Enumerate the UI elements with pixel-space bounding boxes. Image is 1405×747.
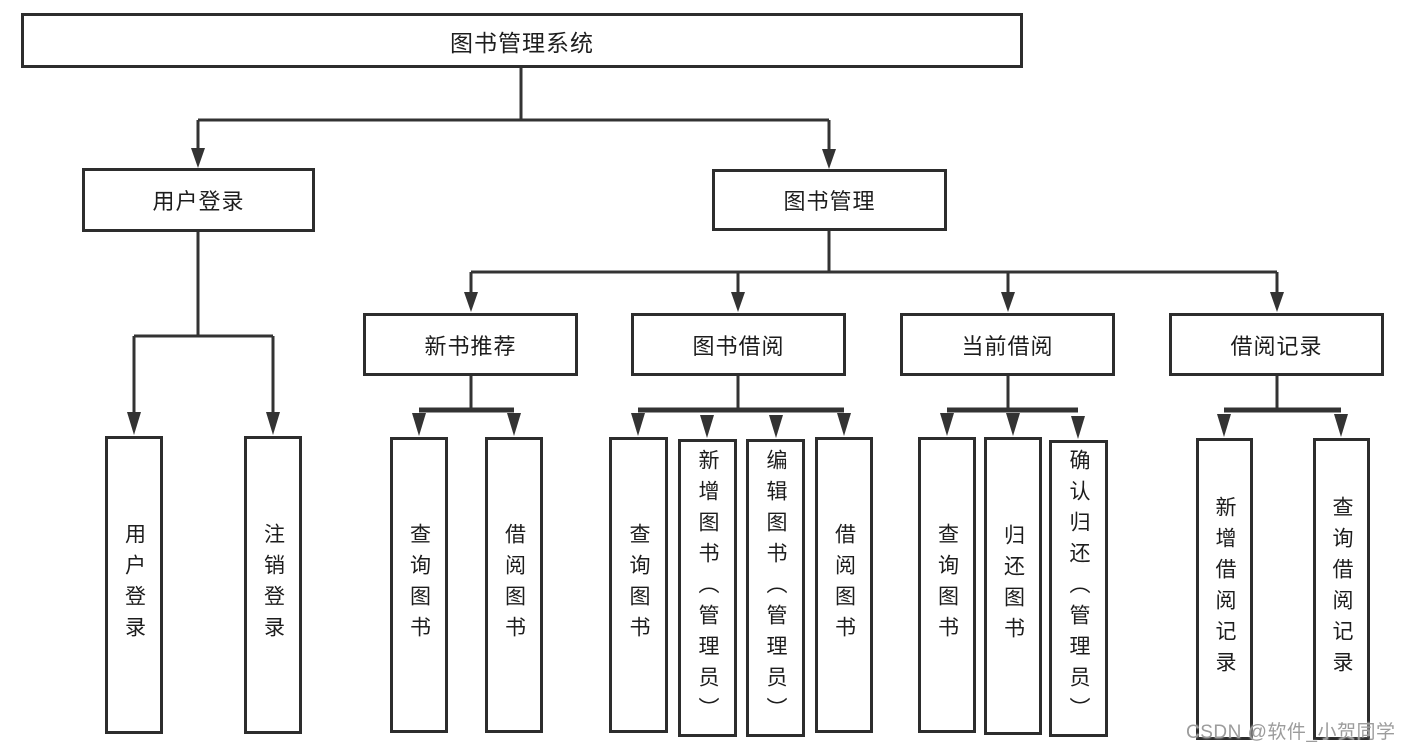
node-new-book-recommend: 新书推荐 [363,313,578,376]
connector-root-to-l2 [196,68,831,151]
leaf-logout-label: 注销登录 [261,523,285,647]
arrowheads [127,148,1348,439]
node-user-login: 用户登录 [82,168,315,232]
node-book-borrow-label: 图书借阅 [692,333,785,359]
node-root: 图书管理系统 [21,13,1023,68]
connector-book-management-bus [469,231,1279,294]
leaf-query-book-current: 查询图书 [918,437,976,733]
node-root-label: 图书管理系统 [450,29,594,56]
leaf-add-book-admin-label: 新增图书（管理员） [696,448,719,728]
leaf-query-book-borrow-label: 查询图书 [627,523,650,647]
leaf-borrow-book-borrow-label: 借阅图书 [832,523,856,647]
leaf-query-borrow-record-label: 查询借阅记录 [1330,496,1353,682]
node-user-login-label: 用户登录 [152,189,245,214]
node-book-management: 图书管理 [712,169,947,231]
leaf-query-book-current-label: 查询图书 [935,523,959,647]
leaf-query-book-recommend: 查询图书 [390,437,448,733]
leaf-borrow-book-borrow: 借阅图书 [815,437,873,733]
leaf-return-book: 归还图书 [984,437,1042,735]
node-book-management-label: 图书管理 [783,189,876,214]
leaf-query-book-recommend-label: 查询图书 [407,523,431,647]
csdn-watermark: CSDN @软件_小贺同学 [1186,722,1396,743]
leaf-edit-book-admin: 编辑图书（管理员） [746,439,805,737]
leaf-query-book-borrow: 查询图书 [609,437,668,733]
leaf-user-login-label: 用户登录 [122,523,146,647]
leaf-add-borrow-record: 新增借阅记录 [1196,438,1253,740]
leaf-edit-book-admin-label: 编辑图书（管理员） [764,448,787,728]
node-current-borrow: 当前借阅 [900,313,1115,376]
node-book-borrow: 图书借阅 [631,313,846,376]
node-borrow-record-label: 借阅记录 [1230,333,1323,359]
leaf-confirm-return-admin-label: 确认归还（管理员） [1067,449,1090,728]
connector-user-login-bus [132,232,275,416]
leaf-logout: 注销登录 [244,436,302,734]
leaf-add-book-admin: 新增图书（管理员） [678,439,737,737]
leaf-user-login: 用户登录 [105,436,163,734]
leaf-query-borrow-record: 查询借阅记录 [1313,438,1370,740]
node-new-book-recommend-label: 新书推荐 [424,333,517,359]
leaf-confirm-return-admin: 确认归还（管理员） [1049,440,1108,737]
node-current-borrow-label: 当前借阅 [961,333,1054,359]
leaf-borrow-book-recommend-label: 借阅图书 [502,523,526,647]
leaf-return-book-label: 归还图书 [1001,524,1025,648]
leaf-borrow-book-recommend: 借阅图书 [485,437,543,733]
node-borrow-record: 借阅记录 [1169,313,1384,376]
leaf-add-borrow-record-label: 新增借阅记录 [1213,496,1236,682]
